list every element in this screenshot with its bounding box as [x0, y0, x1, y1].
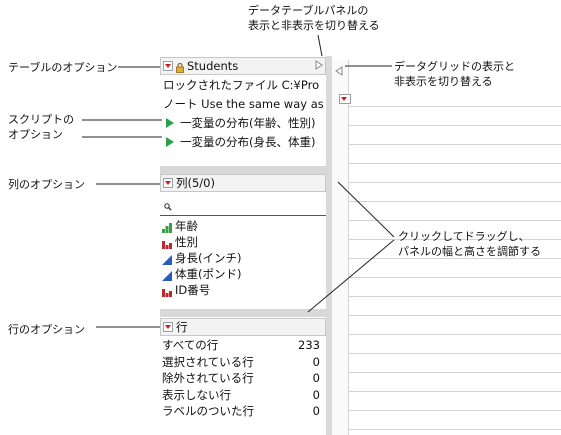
callout-row-options: 行のオプション: [8, 323, 85, 336]
grid-row-line: [348, 201, 561, 202]
lock-icon: [176, 61, 184, 73]
grid-row-line: [348, 372, 561, 373]
run-script-icon[interactable]: [166, 137, 174, 147]
grid-row-line: [348, 429, 561, 430]
row-options-red-triangle-icon[interactable]: [163, 322, 173, 332]
columns-title: 列(5/0): [176, 176, 215, 190]
column-list-item[interactable]: 身長(インチ): [160, 250, 326, 266]
leader-data-table-panel: [317, 34, 323, 57]
callout-line: クリックしてドラッグし、: [398, 230, 530, 243]
callout-line: スクリプトの: [8, 113, 74, 126]
column-search-input[interactable]: [174, 195, 326, 213]
panel-width-splitter[interactable]: [326, 56, 332, 435]
row-state-label: 除外されている行: [162, 371, 254, 385]
column-list-item[interactable]: 体重(ポンド): [160, 266, 326, 282]
continuous-icon: [162, 269, 172, 281]
callout-table-options: テーブルのオプション: [8, 61, 118, 74]
continuous-icon: [162, 253, 172, 265]
column-name: 身長(インチ): [175, 251, 242, 265]
toggle-data-grid-icon[interactable]: [335, 61, 343, 80]
row-state-item[interactable]: ラベルのついた行 0: [162, 403, 324, 420]
columns-panel-body: 年齢性別身長(インチ) 体重(ポンド) ID番号: [160, 193, 326, 307]
grid-row-header-column: [332, 60, 349, 435]
grid-row-line: [348, 296, 561, 297]
column-list-item[interactable]: 年齢: [160, 218, 326, 234]
column-list-item[interactable]: ID番号: [160, 282, 326, 298]
grid-row-line: [348, 182, 561, 183]
callout-line: パネルの幅と高さを調節する: [398, 245, 541, 258]
grid-row-line: [348, 220, 561, 221]
column-name: 性別: [175, 235, 198, 249]
table-panel-body: ロックされたファイル C:¥Pro ノート Use the same way a…: [160, 76, 326, 172]
table-panel-splitter[interactable]: [160, 166, 332, 174]
row-state-label: 表示しない行: [162, 387, 231, 402]
note-line: ノート Use the same way as: [163, 97, 324, 111]
script-item[interactable]: 一変量の分布(身長、体重): [160, 134, 326, 150]
grid-row-line: [348, 239, 561, 240]
grid-row-line: [348, 125, 561, 126]
callout-column-options: 列のオプション: [8, 178, 85, 191]
row-state-label: 選択されている行: [162, 354, 254, 369]
column-search-field[interactable]: [160, 193, 326, 216]
column-name: 体重(ポンド): [175, 267, 242, 281]
grid-row-line: [348, 258, 561, 259]
column-list-item[interactable]: 性別: [160, 234, 326, 250]
nominal-icon: [162, 285, 172, 297]
grid-row-line: [348, 315, 561, 316]
grid-row-line: [348, 144, 561, 145]
grid-row-line: [348, 353, 561, 354]
row-state-count: 0: [312, 354, 320, 369]
callout-line: データテーブルパネルの: [248, 4, 369, 17]
table-panel-header[interactable]: Students: [160, 57, 326, 75]
row-state-label: すべての行: [162, 338, 219, 352]
script-label: 一変量の分布(身長、体重): [180, 135, 316, 149]
grid-row-line: [348, 410, 561, 411]
columns-panel-header[interactable]: 列(5/0): [160, 174, 326, 192]
callout-line: 非表示を切り替える: [394, 75, 493, 88]
toggle-data-table-panel-icon[interactable]: [315, 58, 323, 74]
row-state-count: 233: [298, 338, 320, 352]
callout-drag-resize: クリックしてドラッグし、 パネルの幅と高さを調節する: [398, 229, 541, 259]
search-icon: [164, 199, 172, 215]
run-script-icon[interactable]: [166, 118, 174, 128]
callout-line: オプション: [8, 128, 63, 141]
grid-row-line: [348, 277, 561, 278]
column-name: 年齢: [175, 219, 198, 233]
leader-drag-1: [337, 181, 395, 238]
callout-toggle-data-table-panel: データテーブルパネルの 表示と非表示を切り替える: [248, 3, 380, 33]
table-options-red-triangle-icon[interactable]: [163, 61, 173, 71]
grid-red-triangle-icon[interactable]: [339, 94, 351, 104]
locked-file-line: ロックされたファイル C:¥Pro: [163, 78, 320, 92]
row-state-item[interactable]: 表示しない行 0: [162, 387, 324, 404]
row-state-label: ラベルのついた行: [162, 404, 254, 418]
leader-drag-2: [307, 239, 395, 313]
column-options-red-triangle-icon[interactable]: [163, 178, 173, 188]
grid-row-line: [348, 106, 561, 107]
ordinal-icon: [162, 221, 172, 233]
row-state-item[interactable]: 選択されている行 0: [162, 354, 324, 371]
row-state-item[interactable]: すべての行 233: [162, 337, 324, 354]
grid-row-line: [348, 334, 561, 335]
callout-script-options: スクリプトの オプション: [8, 112, 74, 142]
columns-panel-splitter[interactable]: [160, 309, 332, 317]
row-state-count: 0: [312, 371, 320, 385]
column-name: ID番号: [175, 283, 211, 297]
nominal-icon: [162, 237, 172, 249]
rows-title: 行: [176, 320, 188, 334]
table-title: Students: [187, 59, 239, 73]
row-state-item[interactable]: 除外されている行 0: [162, 370, 324, 387]
script-item[interactable]: 一変量の分布(年齢、性別): [160, 115, 326, 131]
rows-panel-header[interactable]: 行: [160, 318, 326, 336]
row-state-count: 0: [312, 387, 320, 402]
callout-line: 表示と非表示を切り替える: [248, 19, 380, 32]
script-label: 一変量の分布(年齢、性別): [180, 116, 316, 130]
callout-line: データグリッドの表示と: [394, 60, 515, 73]
row-state-count: 0: [312, 404, 320, 418]
callout-toggle-data-grid: データグリッドの表示と 非表示を切り替える: [394, 59, 515, 89]
grid-row-line: [348, 391, 561, 392]
grid-row-line: [348, 163, 561, 164]
